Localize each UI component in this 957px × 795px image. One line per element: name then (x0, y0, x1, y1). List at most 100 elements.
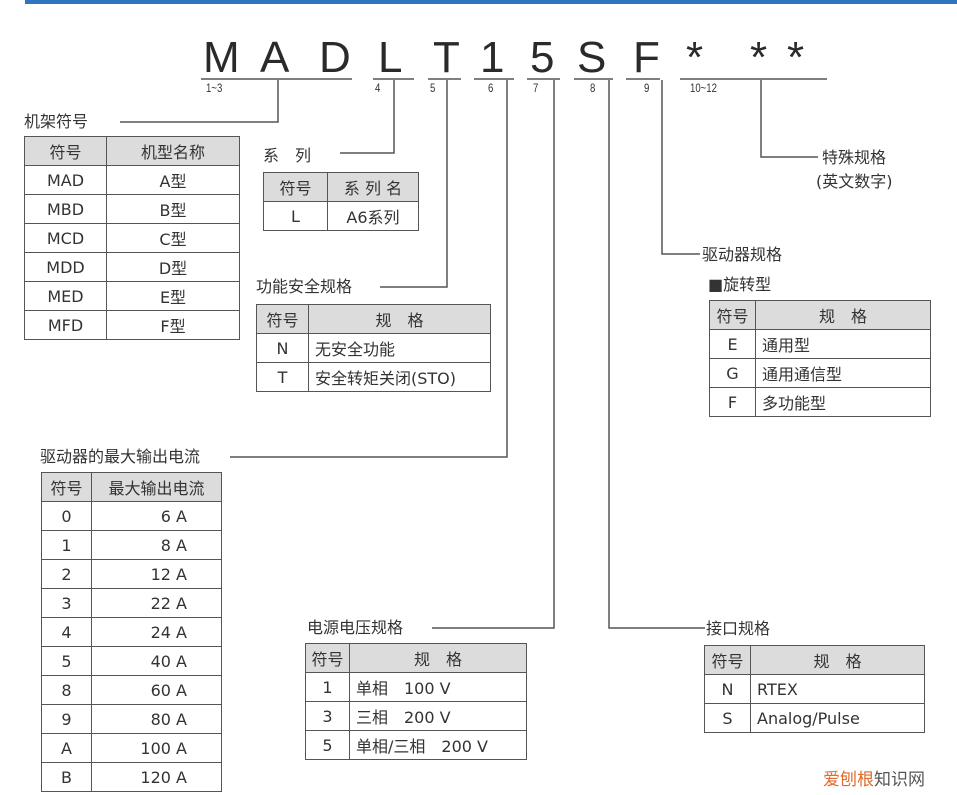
cell-model: F型 (106, 310, 240, 340)
position-label-4: 4 (375, 81, 381, 95)
code-char-11: * (750, 33, 768, 82)
special-spec-note: (英文数字) (816, 172, 893, 191)
cell-spec: 多功能型 (755, 387, 931, 417)
cell-symbol: MBD (24, 194, 107, 224)
code-char-3: D (319, 33, 351, 82)
cell-symbol: MCD (24, 223, 107, 253)
cell-symbol: G (709, 358, 756, 388)
code-char-6: 1 (480, 33, 505, 82)
cell-symbol: B (41, 762, 92, 792)
cell-model: D型 (106, 252, 240, 282)
header-symbol: 符号 (24, 136, 107, 166)
cell-model: E型 (106, 281, 240, 311)
cell-current: 80 A (91, 704, 222, 734)
header-spec: 规 格 (755, 300, 931, 330)
table-header-row: 符号 规 格 (256, 304, 491, 334)
cell-symbol: L (263, 201, 328, 231)
header-symbol: 符号 (704, 645, 751, 675)
cell-symbol: T (256, 362, 309, 392)
header-max-current: 最大输出电流 (91, 472, 222, 502)
watermark-text: 知识网 (874, 770, 925, 790)
cell-symbol: N (704, 674, 751, 704)
cell-symbol: F (709, 387, 756, 417)
cell-current: 8 A (91, 530, 222, 560)
cell-spec: 单相 100 V (349, 672, 527, 702)
position-label-1-3: 1~3 (206, 81, 223, 95)
code-char-5: T (433, 33, 460, 82)
cell-spec: 无安全功能 (308, 333, 491, 363)
cell-current: 120 A (91, 762, 222, 792)
cell-current: 22 A (91, 588, 222, 618)
header-symbol: 符号 (709, 300, 756, 330)
table-header-row: 符号 规 格 (709, 300, 931, 330)
cell-current: 40 A (91, 646, 222, 676)
cell-current: 12 A (91, 559, 222, 589)
rotary-type-subtitle: ■旋转型 (708, 275, 772, 294)
header-model-name: 机型名称 (106, 136, 240, 166)
cell-model: A型 (106, 165, 240, 195)
position-label-9: 9 (644, 81, 650, 95)
header-symbol: 符号 (263, 172, 328, 202)
interface-title: 接口规格 (706, 619, 771, 638)
top-accent-bar (25, 0, 957, 4)
cell-symbol: S (704, 703, 751, 733)
cell-current: 24 A (91, 617, 222, 647)
cell-symbol: 3 (305, 701, 350, 731)
max-current-title: 驱动器的最大输出电流 (40, 447, 201, 466)
cell-spec: 安全转矩关闭(STO) (308, 362, 491, 392)
cell-symbol: E (709, 329, 756, 359)
code-char-2: A (260, 33, 290, 82)
position-label-7: 7 (533, 81, 539, 95)
position-label-8: 8 (590, 81, 596, 95)
cell-symbol: N (256, 333, 309, 363)
cell-model: C型 (106, 223, 240, 253)
cell-symbol: 1 (41, 530, 92, 560)
cell-symbol: MFD (24, 310, 107, 340)
cell-spec: 通用通信型 (755, 358, 931, 388)
header-spec: 规 格 (750, 645, 925, 675)
cell-current: 100 A (91, 733, 222, 763)
position-label-10-12: 10~12 (690, 81, 717, 95)
cell-current: 60 A (91, 675, 222, 705)
table-header-row: 符号 规 格 (305, 643, 527, 673)
table-header-row: 符号 系 列 名 (263, 172, 419, 202)
voltage-title: 电源电压规格 (307, 618, 404, 637)
cell-symbol: MDD (24, 252, 107, 282)
cell-symbol: 3 (41, 588, 92, 618)
code-char-10: * (686, 33, 704, 82)
cell-symbol: 0 (41, 501, 92, 531)
header-symbol: 符号 (305, 643, 350, 673)
frame-symbol-title: 机架符号 (24, 112, 89, 131)
cell-symbol: 5 (41, 646, 92, 676)
special-spec-title: 特殊规格 (822, 148, 887, 167)
code-char-9: F (633, 33, 660, 82)
table-header-row: 符号 机型名称 (24, 136, 240, 166)
header-spec: 规 格 (349, 643, 527, 673)
cell-symbol: 2 (41, 559, 92, 589)
